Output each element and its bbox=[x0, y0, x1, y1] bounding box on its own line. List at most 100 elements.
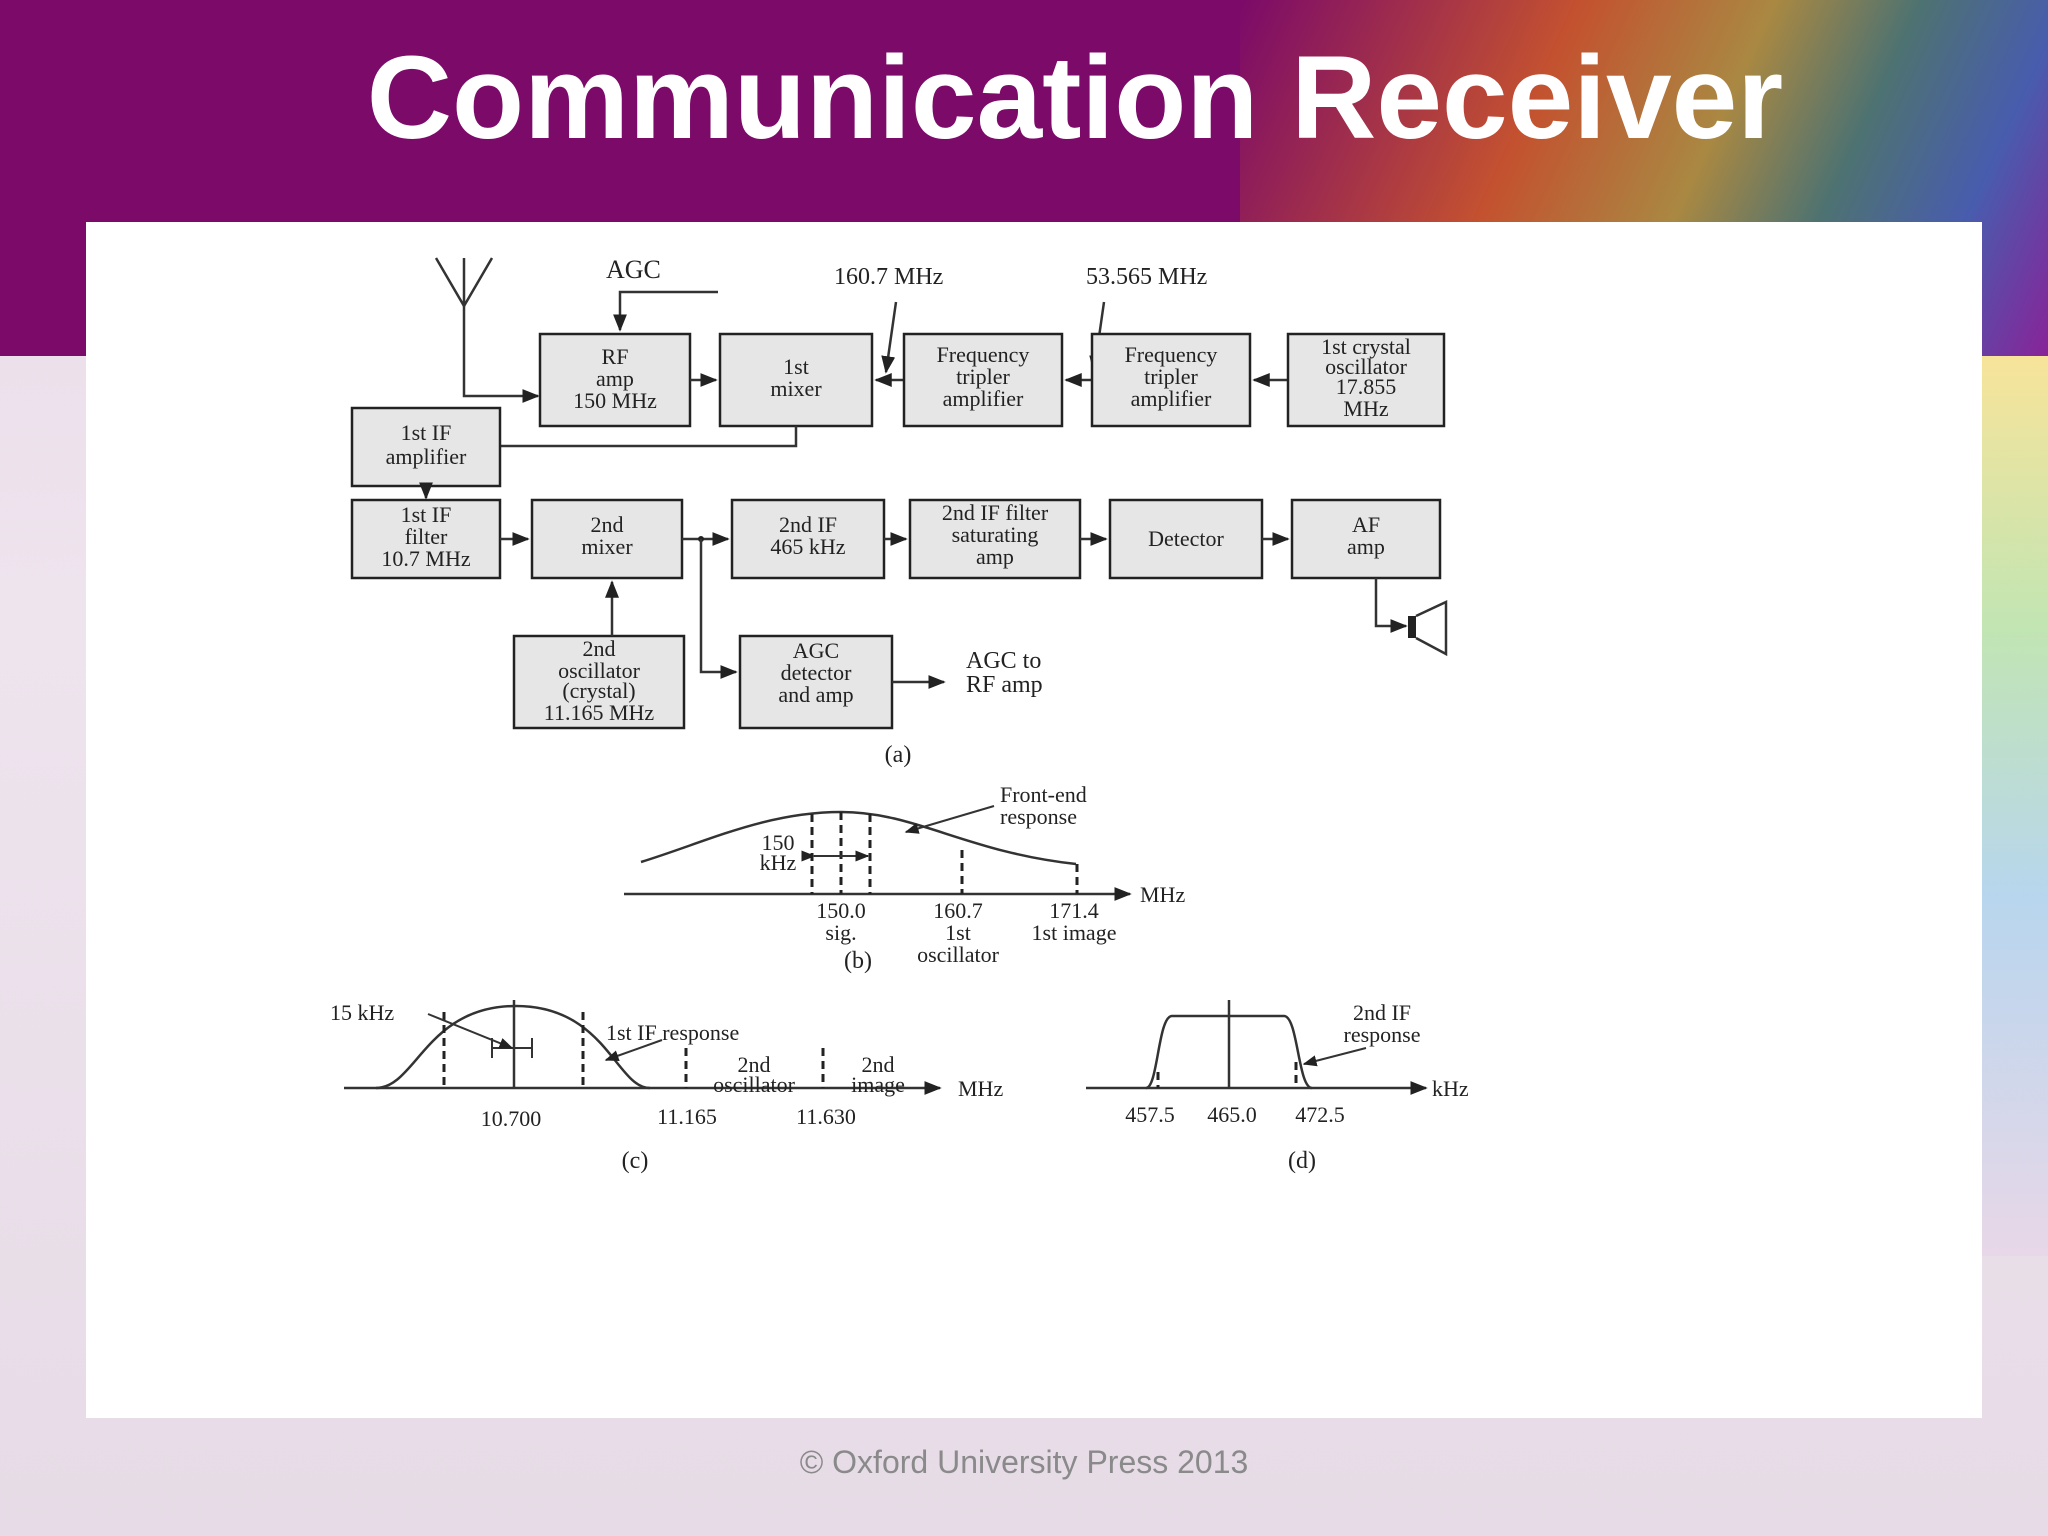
tripler1-line-1: Frequency bbox=[937, 342, 1030, 367]
speaker-icon bbox=[1408, 600, 1448, 657]
detector-block: Detector bbox=[1108, 498, 1264, 580]
tripler2-line-3: amplifier bbox=[1131, 386, 1212, 411]
if2-filter-line-3: amp bbox=[976, 544, 1014, 569]
agc-detector-block: AGC detector and amp bbox=[738, 634, 894, 730]
agc-to-rf-line-2: RF amp bbox=[966, 672, 1043, 698]
copyright-footer: © Oxford University Press 2013 bbox=[799, 1444, 1249, 1480]
agc-det-line-2: detector bbox=[781, 660, 853, 685]
mixer2-line-1: 2nd bbox=[591, 512, 624, 537]
bw-b-line-1: 150 bbox=[762, 830, 795, 855]
if2-filter-line-1: 2nd IF filter bbox=[942, 500, 1049, 525]
tick-d-4575: 457.5 bbox=[1125, 1102, 1175, 1127]
image-c-line-2: image bbox=[851, 1072, 905, 1097]
af-amp-block: AF amp bbox=[1290, 498, 1442, 580]
osc1-line-4: MHz bbox=[1343, 396, 1388, 421]
image-c-line-1: 2nd bbox=[862, 1052, 895, 1077]
af-amp-line-2: amp bbox=[1347, 534, 1385, 559]
if-filter-line-3: 10.7 MHz bbox=[381, 546, 470, 571]
second-mixer-block: 2nd mixer bbox=[530, 498, 684, 580]
bw-b-line-2: kHz bbox=[760, 850, 797, 875]
if-amp-line-2: amplifier bbox=[386, 444, 467, 469]
if2-band-edges bbox=[1156, 1062, 1298, 1088]
axis-c-unit: MHz bbox=[958, 1076, 1003, 1101]
junction-to-agc-arrow bbox=[699, 539, 738, 679]
caption-d: (d) bbox=[1288, 1148, 1316, 1174]
front-end-pointer bbox=[904, 805, 995, 834]
signal-band-lines bbox=[810, 812, 872, 894]
agc-label: AGC bbox=[606, 255, 661, 284]
tick-d-4725: 472.5 bbox=[1295, 1102, 1345, 1127]
rf-amp-line-1: RF bbox=[602, 344, 629, 369]
if-response-pointer bbox=[604, 1039, 663, 1062]
tripler1-line-2: tripler bbox=[956, 364, 1010, 389]
osc1-line-1: 1st crystal bbox=[1321, 334, 1411, 359]
tick-d-4650: 465.0 bbox=[1207, 1102, 1257, 1127]
antenna-line bbox=[462, 306, 540, 403]
second-oscillator-block: 2nd oscillator (crystal) 11.165 MHz bbox=[512, 634, 686, 730]
freq-160-pointer bbox=[881, 301, 898, 374]
if2-line-2: 465 kHz bbox=[770, 534, 845, 559]
caption-b: (b) bbox=[844, 948, 872, 974]
rf-amp-line-2: amp bbox=[596, 366, 634, 391]
osc2-line-1: 2nd bbox=[583, 636, 616, 661]
if2-resp-pointer bbox=[1302, 1047, 1367, 1067]
tick-b-171: 171.4 bbox=[1049, 898, 1099, 923]
if-filter-line-1: 1st IF bbox=[401, 502, 452, 527]
tick-b-sig: sig. bbox=[825, 920, 856, 945]
second-if-filter-block: 2nd IF filter saturating amp bbox=[908, 498, 1082, 580]
agc-to-rf-line-1: AGC to bbox=[966, 648, 1041, 674]
first-mixer-line-2: mixer bbox=[770, 376, 822, 401]
agc-det-line-1: AGC bbox=[793, 638, 839, 663]
bw-c-label: 15 kHz bbox=[330, 1000, 394, 1025]
if2-resp-line-2: response bbox=[1344, 1022, 1421, 1047]
caption-c: (c) bbox=[622, 1148, 649, 1174]
freq-tripler-1-block: Frequency tripler amplifier bbox=[902, 332, 1064, 428]
rf-amp-block: RF amp 150 MHz bbox=[538, 332, 692, 428]
if-response-curve bbox=[375, 1004, 651, 1090]
osc2-line-4: 11.165 MHz bbox=[544, 700, 655, 725]
freq-tripler-2-block: Frequency tripler amplifier bbox=[1090, 332, 1252, 428]
if2-line-1: 2nd IF bbox=[779, 512, 837, 537]
tick-c-11630: 11.630 bbox=[796, 1104, 856, 1129]
osc-c-line-2: oscillator bbox=[713, 1072, 796, 1097]
first-mixer-line-1: 1st bbox=[783, 354, 809, 379]
tick-c-11165: 11.165 bbox=[657, 1104, 717, 1129]
freq-160-label: 160.7 MHz bbox=[834, 264, 943, 290]
first-if-amp-block: 1st IF amplifier bbox=[350, 406, 502, 488]
tick-b-image: 1st image bbox=[1032, 920, 1117, 945]
if2-filter-line-2: saturating bbox=[952, 522, 1039, 547]
front-end-line-1: Front-end bbox=[1000, 782, 1087, 807]
osc1-line-3: 17.855 bbox=[1336, 374, 1397, 399]
if-filter-line-2: filter bbox=[405, 524, 448, 549]
rf-amp-line-3: 150 MHz bbox=[573, 388, 657, 413]
if-response-label: 1st IF response bbox=[606, 1020, 739, 1045]
freq-53-label: 53.565 MHz bbox=[1086, 264, 1207, 290]
osc1-line-2: oscillator bbox=[1325, 354, 1408, 379]
caption-a: (a) bbox=[885, 742, 912, 768]
tripler1-line-3: amplifier bbox=[943, 386, 1024, 411]
slide-title: Communication Receiver bbox=[366, 32, 1784, 164]
tripler2-line-1: Frequency bbox=[1125, 342, 1218, 367]
second-if-block: 2nd IF 465 kHz bbox=[730, 498, 886, 580]
osc2-line-3: (crystal) bbox=[562, 678, 635, 703]
front-end-line-2: response bbox=[1000, 804, 1077, 829]
antenna-icon bbox=[434, 257, 494, 309]
agc-input-line bbox=[613, 290, 718, 332]
tripler2-line-2: tripler bbox=[1144, 364, 1198, 389]
osc2-line-2: oscillator bbox=[558, 658, 641, 683]
axis-d-unit: kHz bbox=[1432, 1076, 1469, 1101]
receiver-diagram: AGC 160.7 MHz 53.565 MHz RF amp 150 MHz … bbox=[330, 255, 1469, 1174]
tick-b-osc: oscillator bbox=[917, 942, 1000, 967]
tick-c-10700: 10.700 bbox=[481, 1106, 542, 1131]
bw-c-pointer bbox=[427, 1013, 514, 1049]
first-if-filter-block: 1st IF filter 10.7 MHz bbox=[350, 498, 502, 580]
mixer-to-if-line bbox=[500, 426, 798, 448]
tick-b-1st: 1st bbox=[945, 920, 971, 945]
diagram-panel: AGC 160.7 MHz 53.565 MHz RF amp 150 MHz … bbox=[86, 222, 1982, 1418]
axis-b-unit: MHz bbox=[1140, 882, 1185, 907]
first-mixer-block: 1st mixer bbox=[718, 332, 874, 428]
crystal-osc-1-block: 1st crystal oscillator 17.855 MHz bbox=[1286, 332, 1446, 428]
osc-c-line-1: 2nd bbox=[738, 1052, 771, 1077]
agc-det-line-3: and amp bbox=[778, 682, 853, 707]
tick-b-150: 150.0 bbox=[816, 898, 866, 923]
